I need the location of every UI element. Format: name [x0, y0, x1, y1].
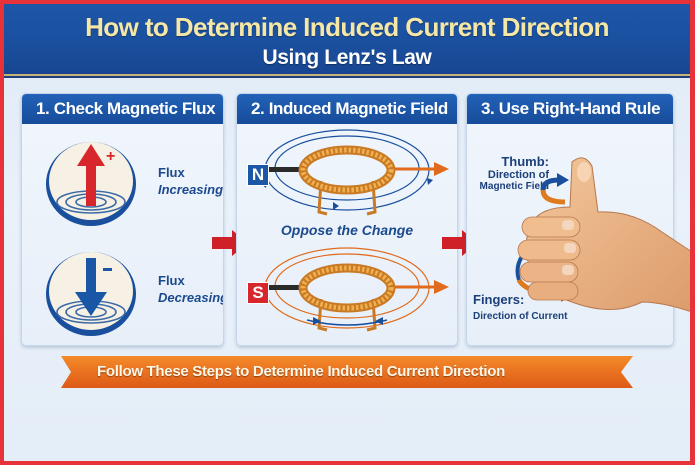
right-hand-thumbs-up-image: [517, 157, 690, 312]
south-pole-label: S: [247, 282, 269, 304]
svg-text:+: +: [106, 148, 115, 165]
page-subtitle: Using Lenz's Law: [262, 46, 432, 69]
step-1-title: 1. Check Magnetic Flux: [22, 94, 223, 124]
flux-increasing-icon: +: [46, 142, 136, 226]
fingers-label: Fingers: Direction of Current: [473, 292, 568, 322]
thumb-label: Thumb: Direction of Magnetic Field: [479, 154, 549, 192]
north-pole-label: N: [247, 164, 269, 186]
north-coil-diagram: [261, 129, 449, 216]
infographic-frame: How to Determine Induced Current Directi…: [4, 4, 690, 461]
south-coil-diagram: [264, 247, 449, 332]
step-2-title: 2. Induced Magnetic Field: [237, 94, 457, 124]
step-1-panel: 1. Check Magnetic Flux + Flux Increasing: [21, 93, 224, 346]
flux-decreasing-label: Flux Decreasing: [158, 273, 224, 305]
ribbon-shape: [61, 356, 633, 388]
oppose-caption: Oppose the Change: [280, 222, 414, 238]
flux-decreasing-icon: [46, 252, 136, 336]
step-3-title: 3. Use Right-Hand Rule: [467, 94, 673, 124]
footer-ribbon: Follow These Steps to Determine Induced …: [61, 356, 633, 388]
header-banner: How to Determine Induced Current Directi…: [4, 4, 690, 76]
step-2-panel: 2. Induced Magnetic Field N Oppose the C…: [236, 93, 458, 346]
footer-ribbon-text: Follow These Steps to Determine Induced …: [97, 363, 505, 380]
page-title: How to Determine Induced Current Directi…: [85, 12, 609, 42]
curl-arrow-icon: [540, 173, 569, 205]
flux-increasing-label: Flux Increasing: [158, 165, 224, 197]
